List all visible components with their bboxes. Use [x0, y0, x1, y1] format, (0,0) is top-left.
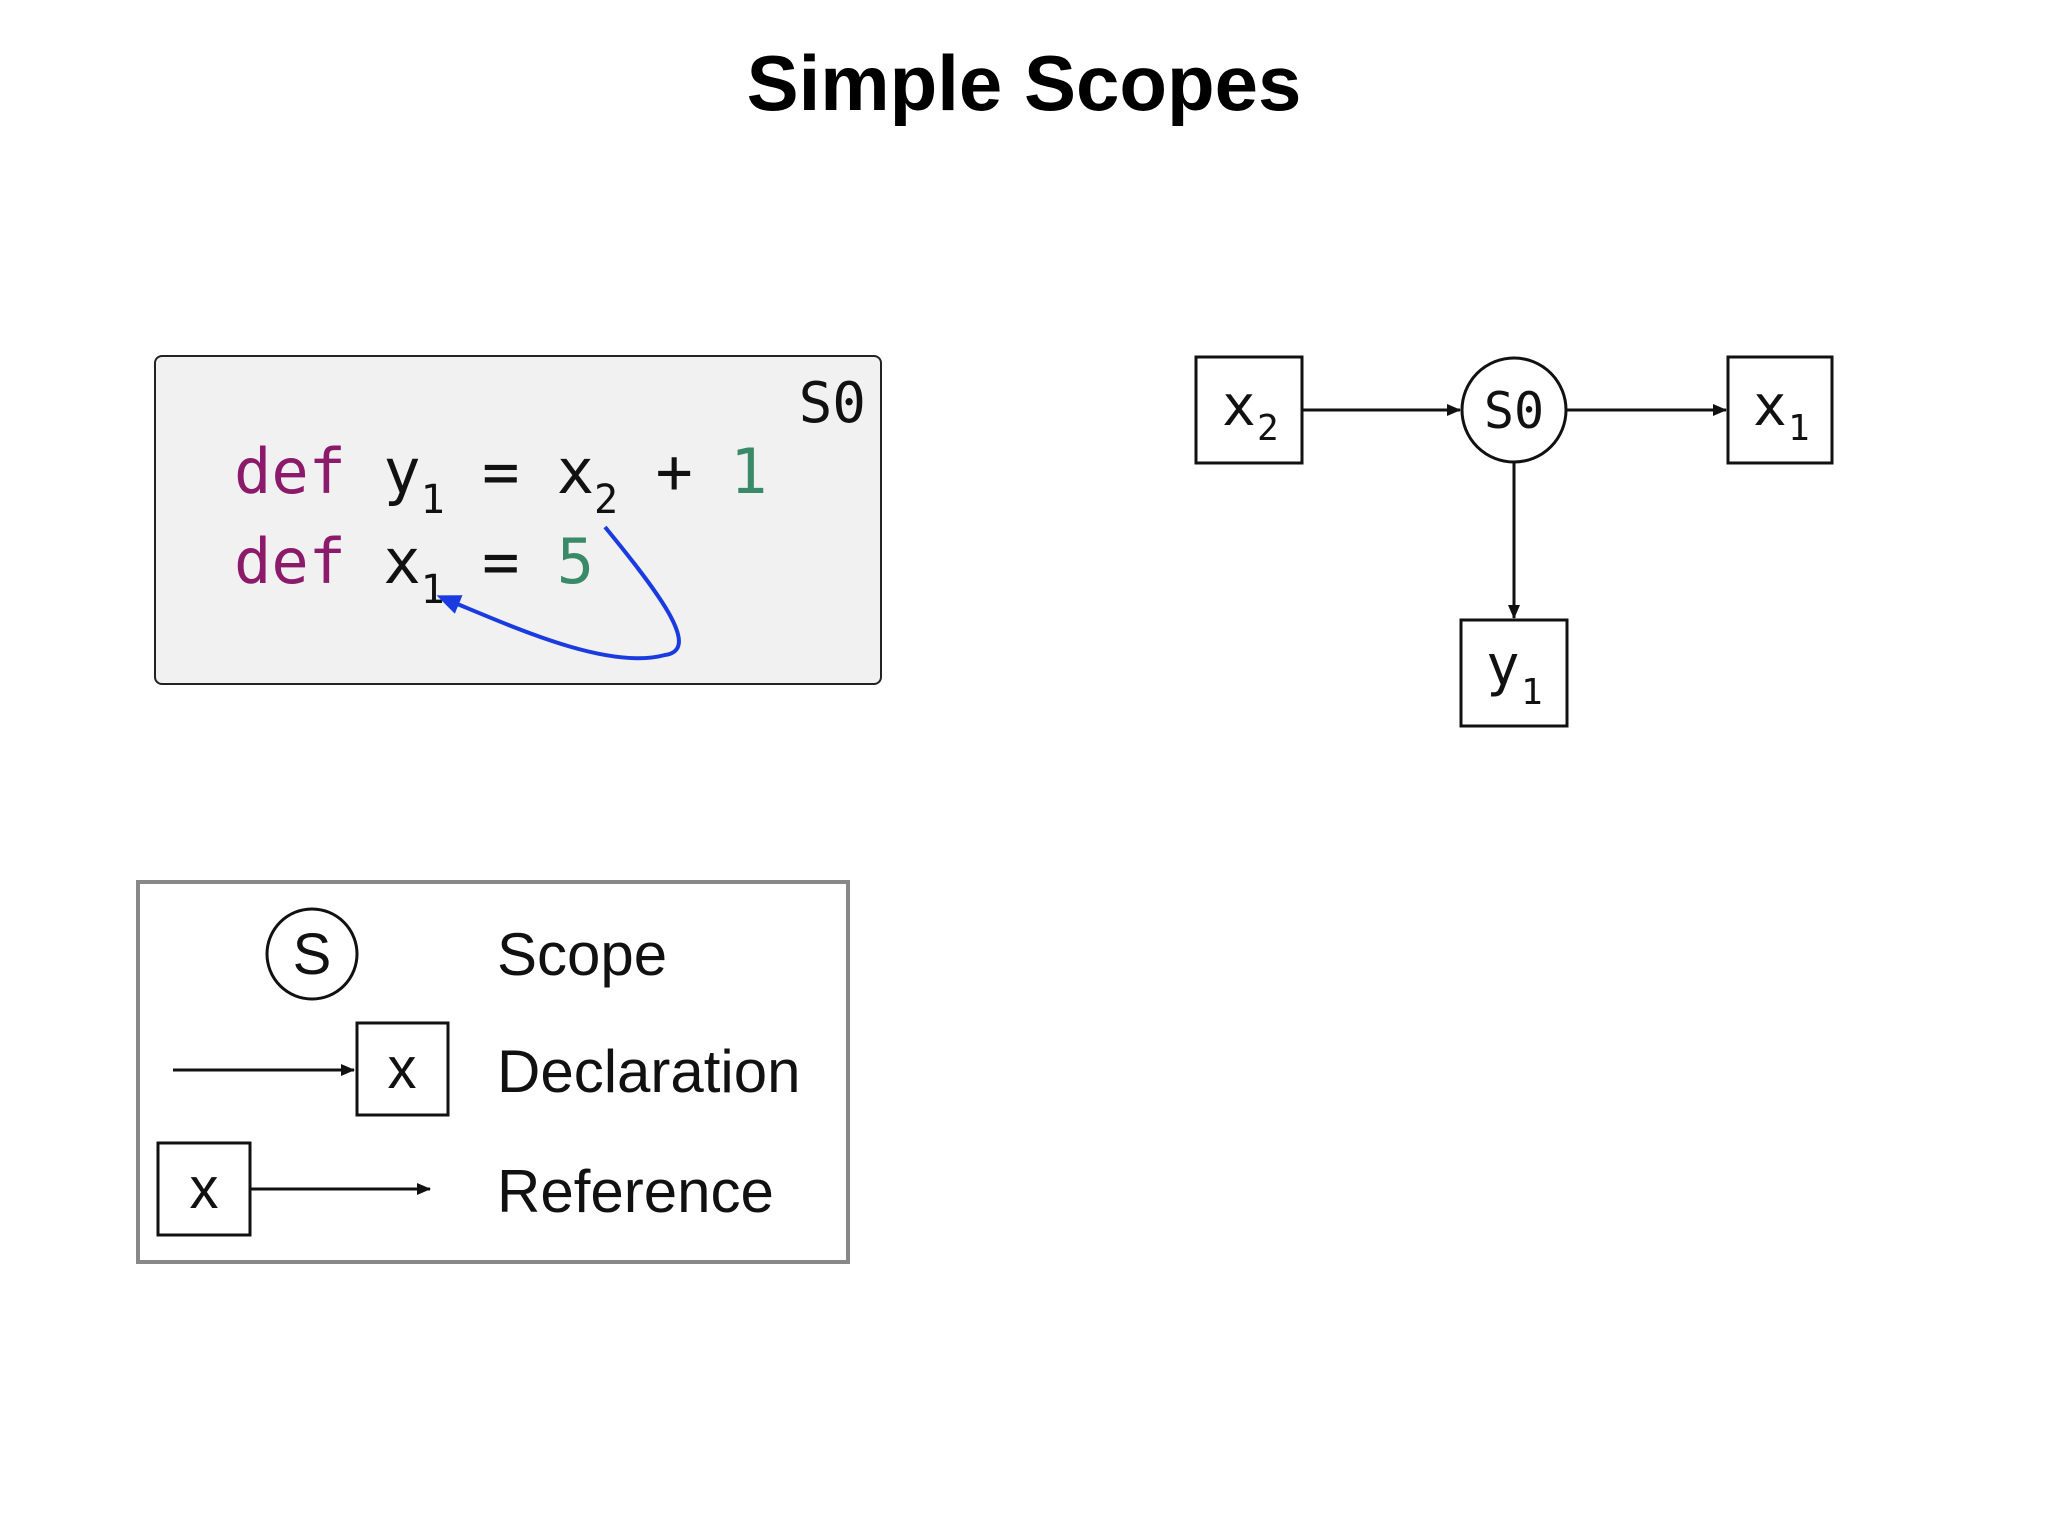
legend: S Scope x Declaration x Reference — [136, 880, 850, 1264]
graph-decl-y1-name: y — [1486, 634, 1520, 699]
code-line-1: def y1 = x2 + 1 — [234, 435, 768, 523]
decl-x-name: x — [383, 525, 421, 598]
plus-operator: + — [655, 435, 693, 508]
resolution-arrow — [436, 525, 681, 661]
legend-reference-symbol: x — [190, 1156, 219, 1221]
graph-ref-sub: 2 — [1257, 408, 1279, 449]
graph-decl-y1-sub: 1 — [1521, 672, 1543, 713]
scope-graph: x 2 S0 x 1 y 1 — [1194, 355, 1834, 728]
legend-scope-symbol: S — [293, 922, 332, 987]
legend-reference-row: x Reference — [156, 1141, 774, 1237]
ref-x-sub: 2 — [594, 477, 619, 523]
legend-scope-icon — [265, 907, 359, 1001]
keyword-def: def — [234, 525, 346, 598]
equals-sign: = — [482, 525, 520, 598]
legend-reference-box-icon — [156, 1141, 252, 1237]
legend-declaration-box-icon — [355, 1021, 450, 1117]
code-line-2: def x1 = 5 — [234, 525, 595, 613]
code-scope-box: S0 def y1 = x2 + 1 def x1 = 5 — [154, 355, 882, 685]
graph-ref-name: x — [1222, 374, 1256, 439]
number-literal-5: 5 — [556, 525, 595, 598]
legend-declaration-row: x Declaration — [173, 1021, 801, 1117]
graph-scope-label: S0 — [1484, 382, 1544, 440]
decl-y-name: y — [383, 435, 421, 508]
graph-decl-x1-name: x — [1753, 374, 1787, 439]
legend-declaration-label: Declaration — [497, 1038, 801, 1105]
legend-scope-row: S Scope — [265, 907, 667, 1001]
keyword-def: def — [234, 435, 346, 508]
legend-border — [136, 880, 850, 1264]
graph-declaration-node-x1: x 1 — [1726, 355, 1834, 465]
legend-reference-label: Reference — [497, 1158, 774, 1225]
code-scope-label: S0 — [798, 371, 866, 436]
decl-y-sub: 1 — [420, 477, 445, 523]
graph-declaration-node-y1: y 1 — [1459, 618, 1569, 728]
ref-x-name: x — [556, 435, 595, 508]
number-literal-1: 1 — [730, 435, 768, 508]
graph-scope-node: S0 — [1460, 356, 1568, 464]
equals-sign: = — [482, 435, 520, 508]
graph-reference-node: x 2 — [1194, 355, 1304, 465]
legend-scope-label: Scope — [497, 921, 667, 988]
graph-decl-x1-sub: 1 — [1788, 408, 1810, 449]
page-title: Simple Scopes — [746, 39, 1302, 127]
legend-declaration-symbol: x — [388, 1036, 417, 1101]
